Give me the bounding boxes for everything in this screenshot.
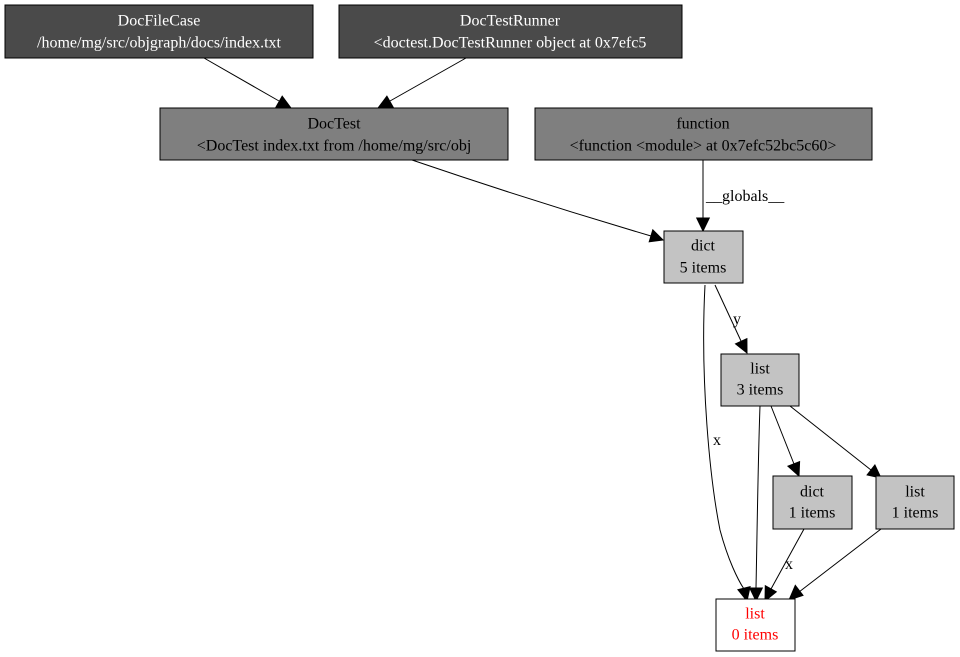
node-subtitle: <DocTest index.txt from /home/mg/src/obj	[197, 138, 472, 155]
node-doctestrunner: DocTestRunner <doctest.DocTestRunner obj…	[338, 4, 683, 59]
node-subtitle: 1 items	[789, 505, 836, 522]
node-subtitle: 0 items	[732, 627, 779, 644]
node-subtitle: /home/mg/src/objgraph/docs/index.txt	[37, 35, 282, 52]
node-docfilecase: DocFileCase /home/mg/src/objgraph/docs/i…	[4, 4, 314, 59]
node-box	[875, 475, 955, 530]
node-list-0-items: list 0 items	[715, 598, 796, 652]
edge-dict5-to-list3	[714, 284, 748, 355]
node-box	[338, 4, 683, 59]
node-title: list	[750, 361, 770, 378]
edge-list1-to-list0	[788, 528, 882, 601]
node-title: DocFileCase	[118, 13, 201, 30]
node-dict-1-items: dict 1 items	[772, 475, 853, 530]
node-title: list	[745, 606, 765, 623]
node-list-1-items: list 1 items	[875, 475, 955, 530]
node-title: DocTestRunner	[460, 13, 561, 30]
node-box	[663, 230, 744, 284]
node-subtitle: 3 items	[737, 382, 784, 399]
edge-label-x-right: x	[785, 556, 793, 573]
edge-doctestrunner-to-doctest	[376, 57, 467, 109]
node-doctest: DocTest <DocTest index.txt from /home/mg…	[159, 107, 509, 161]
edge-function-to-dict5	[695, 160, 711, 233]
node-box	[159, 107, 509, 161]
edge-label-x-left: x	[713, 432, 721, 449]
edge-doctest-to-dict5	[411, 159, 665, 243]
edge-list3-to-list0	[748, 405, 764, 603]
node-title: function	[676, 116, 729, 133]
node-title: dict	[800, 484, 825, 501]
node-box	[772, 475, 853, 530]
node-title: DocTest	[307, 116, 361, 133]
node-subtitle: <function <module> at 0x7efc52bc5c60>	[570, 138, 837, 155]
node-title: list	[905, 484, 925, 501]
edge-list3-to-list1	[789, 405, 882, 479]
edge-label-y: y	[733, 311, 741, 328]
node-box	[720, 353, 800, 407]
edge-list3-to-dict1	[770, 405, 801, 478]
node-subtitle: <doctest.DocTestRunner object at 0x7efc5	[374, 35, 647, 52]
edge-dict5-to-list0	[703, 284, 751, 603]
edge-docfilecase-to-doctest	[203, 57, 293, 109]
node-subtitle: 5 items	[680, 260, 727, 277]
node-box	[4, 4, 314, 59]
node-dict-5-items: dict 5 items	[663, 230, 744, 284]
node-box	[534, 107, 873, 161]
node-box	[715, 598, 796, 652]
node-subtitle: 1 items	[892, 505, 939, 522]
node-function: function <function <module> at 0x7efc52b…	[534, 107, 873, 161]
node-list-3-items: list 3 items	[720, 353, 800, 407]
edge-label-globals: __globals__	[705, 188, 785, 205]
node-title: dict	[691, 238, 716, 255]
edge-dict1-to-list0	[764, 528, 805, 603]
